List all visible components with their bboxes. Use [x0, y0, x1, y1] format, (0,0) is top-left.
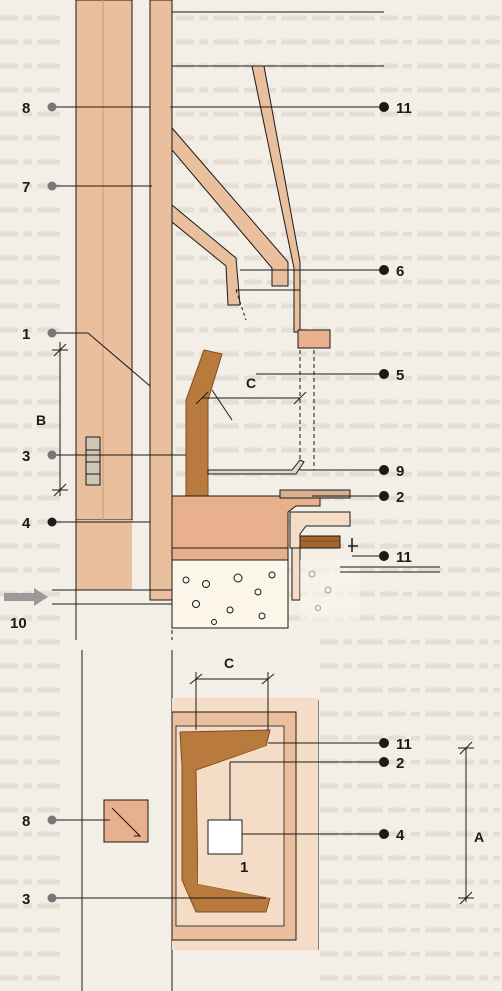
- smoke-hood-shell: [251, 65, 301, 333]
- air-grille: [85, 436, 101, 486]
- plan-callout-8: 8: [22, 813, 30, 830]
- dimension-b: [52, 342, 68, 497]
- plan-callout-2: 2: [396, 755, 404, 772]
- dimension-c-section-label: C: [246, 375, 256, 391]
- outer-wall: [75, 0, 133, 521]
- fire-grate: [207, 459, 305, 475]
- plan-view: C A 11 2 4 8: [22, 650, 484, 991]
- smoke-hood-chevron: [171, 126, 289, 287]
- section-callout-2: 2: [396, 489, 404, 506]
- plan-chimney-column: [103, 799, 149, 843]
- section-callout-4: 4: [22, 515, 31, 532]
- section-callout-7: 7: [22, 179, 30, 196]
- section-callout-10: 10: [10, 615, 27, 632]
- smoke-hood-lower: [171, 203, 241, 306]
- plan-callout-dots: [47, 738, 389, 903]
- dimension-c-section: [195, 391, 307, 405]
- plan-callout-11: 11: [396, 736, 412, 753]
- section-callout-9: 9: [396, 463, 404, 480]
- plan-ash-opening: [207, 819, 243, 855]
- outer-wall-lower: [76, 520, 132, 590]
- air-duct: [299, 535, 341, 549]
- section-callout-1: 1: [22, 326, 30, 343]
- section-leaders: [56, 106, 380, 557]
- section-callout-3: 3: [22, 448, 30, 465]
- air-inlet-arrow: [4, 588, 48, 606]
- gravel-bed: [171, 559, 289, 629]
- plan-leaders: [56, 742, 380, 899]
- dimension-c-plan-label: C: [224, 655, 234, 671]
- section-callout-11-bottom: 11: [396, 549, 412, 566]
- hearth-plate: [279, 489, 351, 499]
- section-callout-5: 5: [396, 367, 404, 384]
- section-callout-11-top: 11: [396, 100, 412, 117]
- dimension-a: [458, 741, 474, 905]
- section-callout-8: 8: [22, 100, 30, 117]
- plan-callout-3: 3: [22, 891, 30, 908]
- section-callout-6: 6: [396, 263, 404, 280]
- section-view: B C: [4, 0, 440, 640]
- dimension-c-plan: [189, 672, 275, 730]
- section-callout-dots: [47, 102, 389, 561]
- duct-pipe: [291, 547, 301, 601]
- plan-callout-4: 4: [396, 827, 405, 844]
- dimension-b-label: B: [36, 412, 46, 428]
- plan-callout-1: 1: [240, 859, 248, 876]
- inner-chimney-wall: [149, 0, 173, 601]
- dimension-a-label: A: [474, 829, 484, 845]
- lintel-block: [297, 329, 331, 349]
